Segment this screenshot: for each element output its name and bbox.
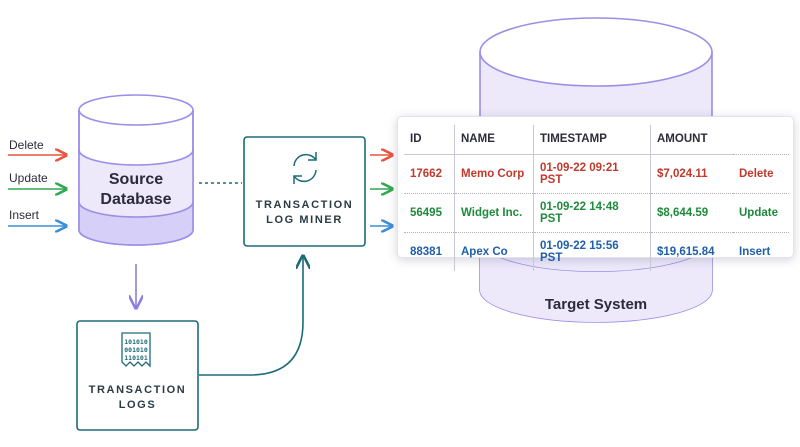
log-document-icon xyxy=(121,332,151,368)
cell-amount: $19,615.84 xyxy=(650,232,733,271)
log-miner-line2: LOG MINER xyxy=(266,214,343,226)
source-database-line2: Database xyxy=(100,191,172,208)
header-name: NAME xyxy=(454,125,534,155)
source-database-label: Source Database xyxy=(79,170,193,210)
cell-amount: $8,644.59 xyxy=(650,193,733,233)
insert-label: Insert xyxy=(9,208,40,222)
cell-id: 56495 xyxy=(404,193,455,233)
header-timestamp: TIMESTAMP xyxy=(533,125,651,155)
target-system-label: Target System xyxy=(544,296,648,313)
logs-to-miner-arrow xyxy=(199,256,303,376)
cell-name: Widget Inc. xyxy=(454,193,534,233)
refresh-icon xyxy=(293,152,317,184)
cell-name: Memo Corp xyxy=(454,154,534,194)
log-miner-box xyxy=(243,136,366,247)
table-row: 88381 Apex Co 01-09-22 15:56 PST $19,615… xyxy=(404,232,789,271)
cell-id: 17662 xyxy=(404,154,455,194)
transaction-logs-box xyxy=(76,320,199,431)
cell-id: 88381 xyxy=(404,232,455,271)
delete-label: Delete xyxy=(9,138,44,152)
transaction-logs-line1: TRANSACTION xyxy=(88,384,187,396)
table-header-row: ID NAME TIMESTAMP AMOUNT xyxy=(404,125,789,155)
cell-operation: Update xyxy=(733,193,789,233)
log-miner-title: TRANSACTION LOG MINER xyxy=(244,198,365,228)
table-row: 17662 Memo Corp 01-09-22 09:21 PST $7,02… xyxy=(404,154,789,194)
transaction-logs-line2: LOGS xyxy=(118,399,157,411)
cell-amount: $7,024.11 xyxy=(650,154,733,194)
cell-name: Apex Co xyxy=(454,232,534,271)
header-amount: AMOUNT xyxy=(650,125,733,155)
cell-operation: Delete xyxy=(733,154,789,194)
source-database-line1: Source xyxy=(108,171,164,188)
binary-line-2: 001010 xyxy=(124,346,148,354)
update-label: Update xyxy=(9,171,48,185)
transaction-logs-title: TRANSACTION LOGS xyxy=(77,383,198,413)
target-table-card: ID NAME TIMESTAMP AMOUNT 17662 Memo Corp… xyxy=(397,116,794,271)
cell-timestamp: 01-09-22 09:21 PST xyxy=(533,154,651,194)
log-miner-line1: TRANSACTION xyxy=(255,199,354,211)
header-id: ID xyxy=(410,133,422,145)
cell-timestamp: 01-09-22 14:48 PST xyxy=(533,193,651,233)
cell-timestamp: 01-09-22 15:56 PST xyxy=(533,232,651,271)
header-operation xyxy=(733,125,789,155)
binary-line-1: 101010 xyxy=(124,338,148,346)
table-row: 56495 Widget Inc. 01-09-22 14:48 PST $8,… xyxy=(404,193,789,233)
target-table: ID NAME TIMESTAMP AMOUNT 17662 Memo Corp… xyxy=(404,125,789,271)
source-database-cylinder xyxy=(78,94,194,246)
binary-line-3: 110101 xyxy=(124,354,148,362)
cell-operation: Insert xyxy=(733,232,789,271)
